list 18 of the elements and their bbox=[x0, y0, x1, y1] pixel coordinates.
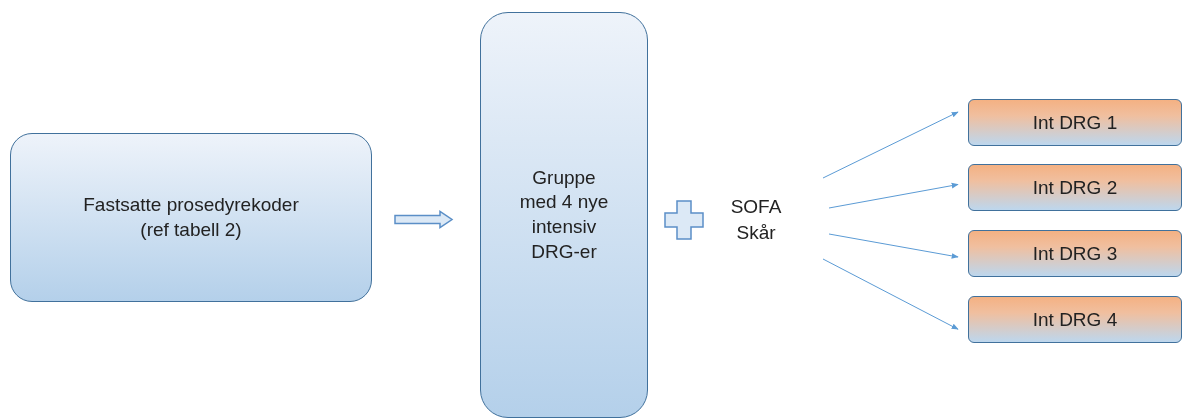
arrow bbox=[828, 182, 959, 209]
block-arrow bbox=[394, 210, 454, 229]
box-label: Fastsatte prosedyrekoder (ref tabell 2) bbox=[82, 192, 300, 242]
box-label: Int DRG 3 bbox=[1032, 242, 1118, 265]
box-label: Gruppe med 4 nye intensiv DRG-er bbox=[519, 165, 609, 264]
box-label: Int DRG 2 bbox=[1032, 176, 1118, 199]
arrow bbox=[828, 233, 959, 259]
process-box bbox=[10, 133, 372, 302]
result-box bbox=[968, 99, 1182, 146]
box-label: Int DRG 4 bbox=[1032, 308, 1118, 331]
arrow bbox=[822, 258, 959, 330]
box-label: Int DRG 1 bbox=[1032, 111, 1118, 134]
result-box bbox=[968, 230, 1182, 277]
score-label: SOFA Skår bbox=[715, 188, 797, 252]
arrow bbox=[822, 111, 959, 179]
result-box bbox=[968, 164, 1182, 211]
group-box bbox=[480, 12, 648, 418]
result-box bbox=[968, 296, 1182, 343]
